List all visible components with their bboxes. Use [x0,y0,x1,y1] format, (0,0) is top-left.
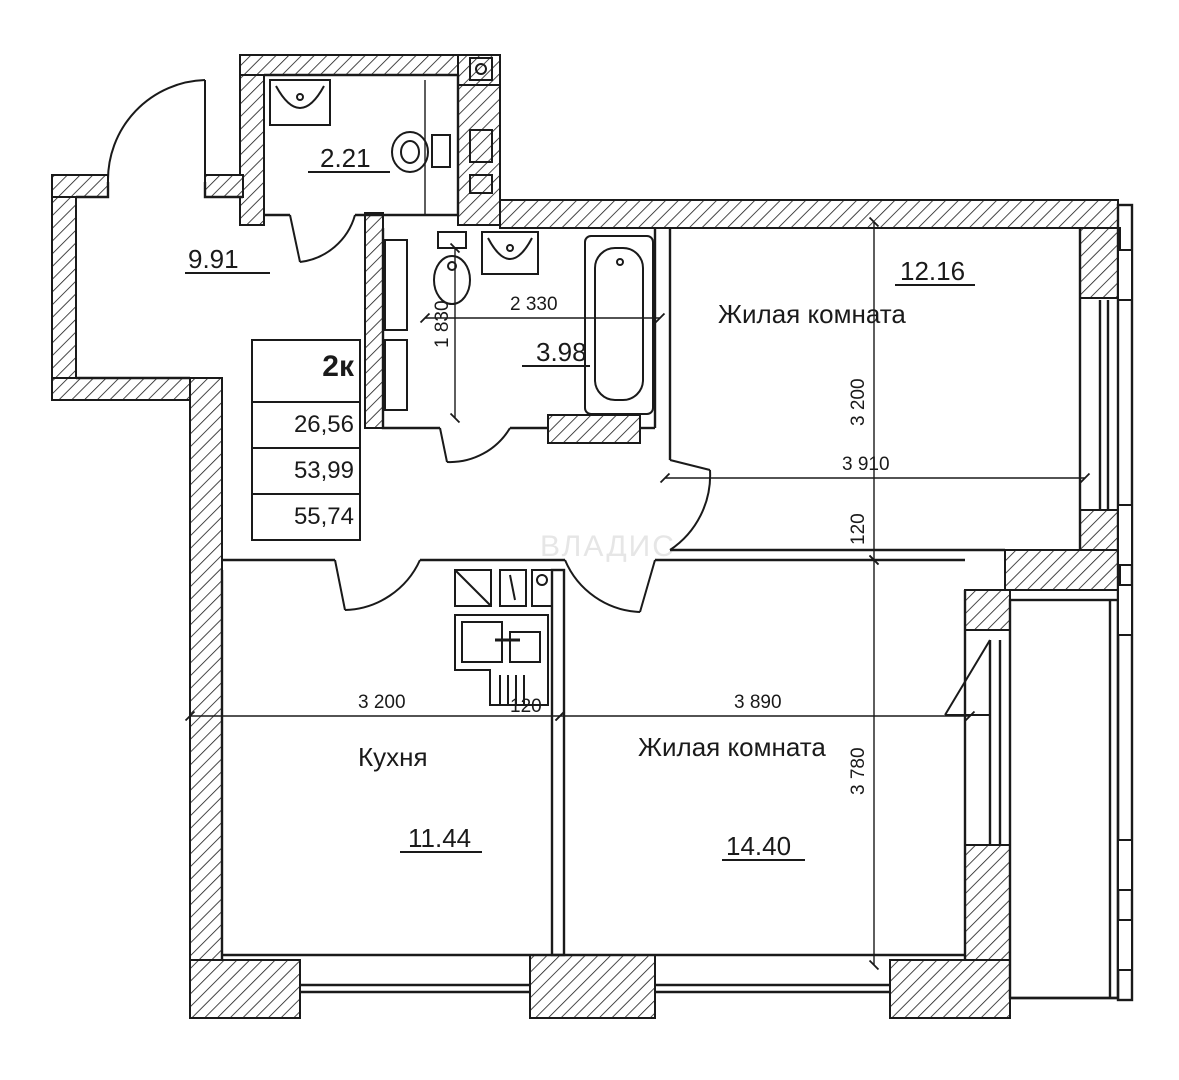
dim-bedroom-depth: 3 200 [848,378,869,426]
wall-east-upper [1079,227,1121,299]
hall-area: 9.91 [188,244,239,274]
wall-hall-bottom [51,377,193,401]
wall-east-mid [1079,509,1121,551]
bath-sink-icon [481,231,539,275]
living-name: Жилая комната [638,732,826,762]
toilet-icon [391,131,451,173]
washbasin-icon [269,79,331,126]
wall-west [189,377,223,977]
dim-partition-1: 120 [848,513,869,545]
kitchen-sink-icon [454,614,549,706]
kitchen-area: 11.44 [408,823,471,853]
dim-partition-2: 120 [510,696,542,717]
dimension-labels: 2 330 1 830 3 200 3 910 120 3 200 120 3 … [358,294,890,795]
wall-east-lower2 [964,589,1011,631]
wall-bottom-1 [189,959,301,1019]
partitions [76,73,1134,1002]
dim-bath-width: 2 330 [510,294,558,315]
dim-kitchen-width: 3 200 [358,692,406,713]
bath-toilet-icon [433,231,471,305]
living-area: 14.40 [726,831,791,861]
watermark: ВЛАДИС [540,530,676,563]
wall-shaft [457,84,501,226]
dim-living-depth: 3 780 [848,747,869,795]
wall-wc-left [239,54,265,226]
dim-bath-depth: 1 830 [432,300,453,348]
wall-hall-top2 [204,174,244,198]
window-sills [1117,249,1133,971]
dim-living-width: 3 890 [734,692,782,713]
walls [51,54,1121,1019]
room-labels: 9.91 2.21 3.98 Жилая комната 12.16 Кухня… [188,143,965,861]
bedroom-area: 12.16 [900,256,965,286]
wc-area: 2.21 [320,143,371,173]
wall-bath-bottom [547,414,641,444]
summary-table: 2к 26,56 53,99 55,74 [251,339,361,541]
dim-bedroom-width: 3 910 [842,454,890,475]
wall-bottom-2 [529,954,656,1019]
wall-top-main [499,199,1119,229]
bathtub-icon [584,235,654,415]
wall-hall-top [51,174,109,198]
wall-bath-left [364,212,384,429]
total-area-value: 53,99 [294,457,354,484]
total-area-balcony-value: 55,74 [294,503,354,530]
living-area-value: 26,56 [294,411,354,438]
wall-east-corner [1004,549,1121,591]
dimension-lines [184,80,1091,971]
kitchen-name: Кухня [358,742,428,772]
wall-hall-left [51,174,77,401]
bedroom-name: Жилая комната [718,299,906,329]
apartment-type: 2к [322,350,355,383]
wall-bottom-3 [889,959,1011,1019]
bath-area: 3.98 [536,337,587,367]
area-underlines [185,171,975,861]
